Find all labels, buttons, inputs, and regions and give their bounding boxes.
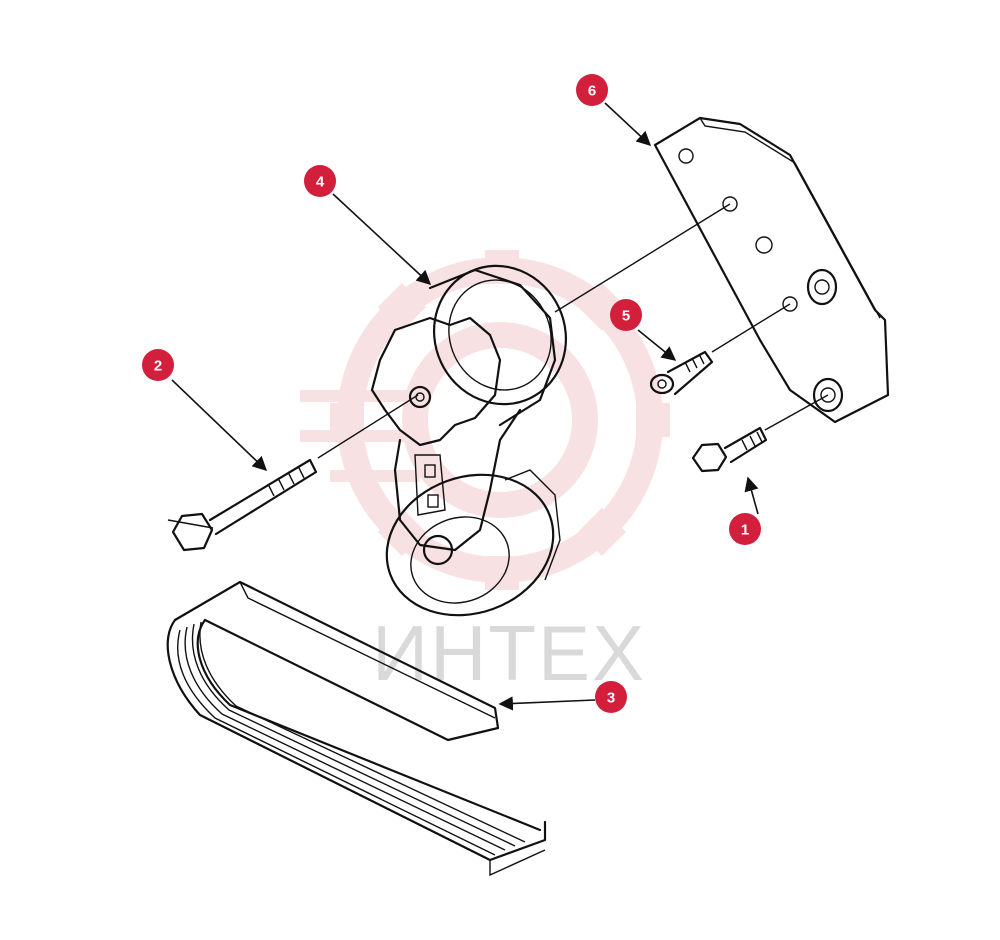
drive-belt	[166, 580, 547, 877]
svg-text:3: 3	[607, 690, 615, 707]
callout-6: 6	[576, 74, 608, 106]
svg-text:4: 4	[316, 174, 325, 191]
callout-1: 1	[729, 513, 761, 545]
callout-3: 3	[595, 681, 627, 713]
svg-text:2: 2	[154, 358, 162, 375]
bracket-plate	[653, 116, 890, 424]
svg-text:1: 1	[741, 522, 749, 539]
svg-text:5: 5	[622, 308, 630, 325]
watermark-text: ИНТЕХ	[372, 609, 646, 697]
screw	[649, 350, 714, 396]
callout-5: 5	[610, 299, 642, 331]
svg-text:6: 6	[588, 83, 596, 100]
callout-4: 4	[304, 165, 336, 197]
bolt-long	[167, 458, 318, 552]
tensioner-assembly	[370, 264, 568, 617]
watermark-gear-icon	[300, 250, 670, 590]
callout-2: 2	[142, 349, 174, 381]
bolt-small	[691, 426, 768, 473]
